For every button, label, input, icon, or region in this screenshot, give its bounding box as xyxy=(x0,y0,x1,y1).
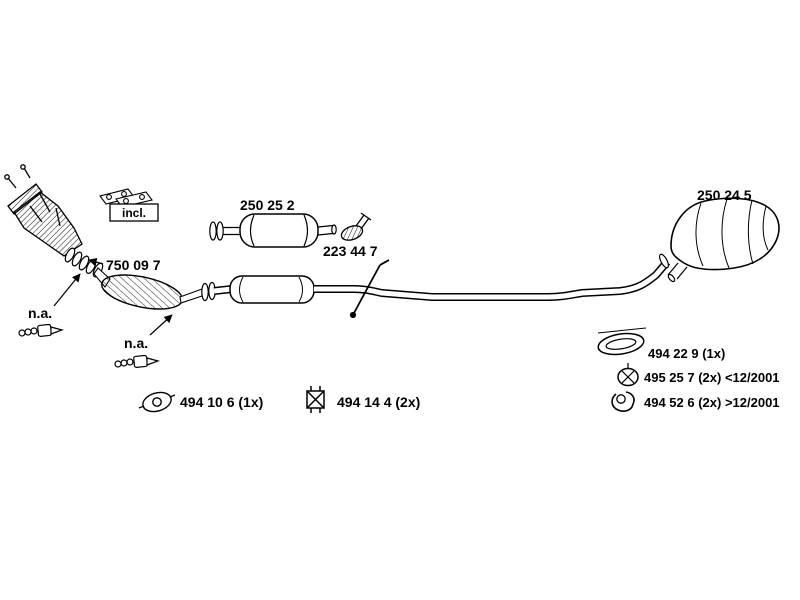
catalytic-converter-drawing xyxy=(93,267,216,310)
label-na-mid: n.a. xyxy=(124,335,148,351)
label-mid-muffler: 250 25 2 xyxy=(240,197,295,213)
label-clamp: 223 44 7 xyxy=(323,243,378,259)
leader-na-left xyxy=(53,273,81,307)
incl-label: incl. xyxy=(122,206,146,220)
main-pipe-line xyxy=(213,259,671,304)
oxygen-sensor-left-drawing xyxy=(18,323,64,337)
label-mount-clamp: 494 14 4 (2x) xyxy=(337,394,420,410)
leader-na-mid xyxy=(149,314,173,336)
rubber-hook-icon xyxy=(611,391,635,412)
front-muffler-drawing xyxy=(209,213,337,248)
label-na-left: n.a. xyxy=(28,305,52,321)
manifold-gasket-drawing xyxy=(99,188,153,208)
label-front-pipe: 750 09 7 xyxy=(106,257,161,273)
flange-gasket-icon xyxy=(138,391,176,413)
exhaust-manifold-drawing xyxy=(4,164,83,257)
mounting-clamp-icon xyxy=(306,386,325,413)
rubber-grommet-icon xyxy=(617,363,639,387)
hanger-rod xyxy=(349,259,390,319)
rear-muffler-drawing xyxy=(658,197,780,283)
label-rear-muffler: 250 24 5 xyxy=(697,187,752,203)
incl-box: incl. xyxy=(109,203,159,222)
label-hanger-grommet: 495 25 7 (2x) <12/2001 xyxy=(644,370,780,385)
pipe-clamp-drawing xyxy=(340,212,372,241)
leader-front-pipe xyxy=(88,258,104,267)
label-hanger-ring: 494 22 9 (1x) xyxy=(648,346,725,361)
rubber-hanger-ring-icon xyxy=(597,327,647,356)
oxygen-sensor-mid-drawing xyxy=(114,354,160,368)
label-gasket: 494 10 6 (1x) xyxy=(180,394,263,410)
label-hanger-hook: 494 52 6 (2x) >12/2001 xyxy=(644,395,780,410)
